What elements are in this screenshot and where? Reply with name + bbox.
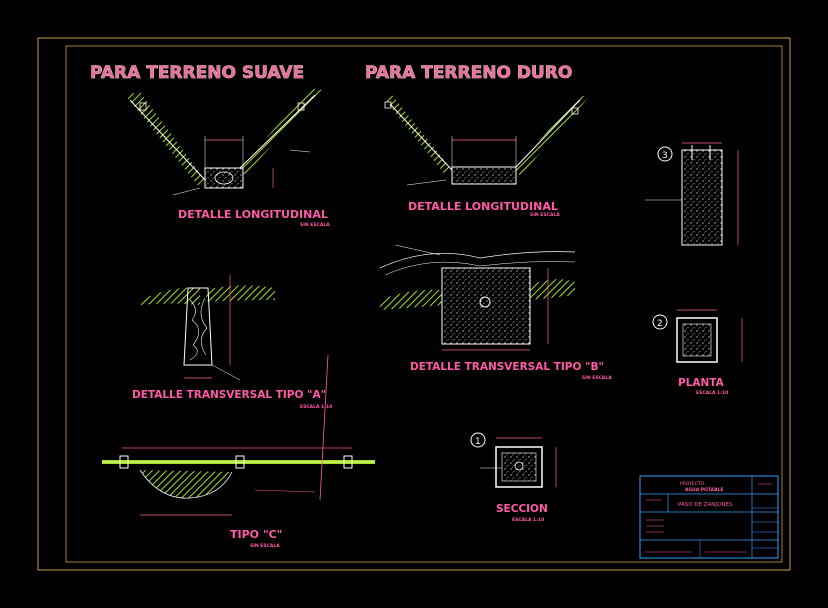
- detail-transversal-a: [140, 275, 275, 381]
- label-transversal-a: DETALLE TRANSVERSAL TIPO "A": [132, 389, 326, 401]
- title-block-project-name: AGUA POTABLE: [685, 487, 723, 493]
- label-planta: PLANTA: [678, 377, 725, 389]
- detail-tipo-c: [102, 354, 375, 516]
- outer-frame: [37, 37, 791, 571]
- detail-column-elevation: [645, 142, 739, 246]
- label-transversal-b: DETALLE TRANSVERSAL TIPO "B": [410, 361, 604, 373]
- inner-frame: [65, 45, 783, 563]
- detail-section: [470, 432, 557, 488]
- scale-planta: ESCALA 1:10: [696, 390, 728, 396]
- label-seccion: SECCION: [496, 503, 548, 515]
- title-block: [639, 475, 779, 559]
- title-block-sheet-title: PASO DE ZANJONES: [678, 502, 733, 508]
- scale-transversal-a: ESCALA 1:10: [300, 404, 332, 410]
- scale-longitudinal-soft: SIN ESCALA: [300, 222, 330, 228]
- scale-transversal-b: SIN ESCALA: [582, 375, 612, 381]
- scale-tipo-c: SIN ESCALA: [250, 543, 280, 549]
- detail-transversal-b: [379, 244, 576, 351]
- label-tipo-c: TIPO "C": [230, 528, 282, 541]
- heading-soft-terrain: PARA TERRENO SUAVE: [90, 63, 304, 83]
- marker-3: 3: [662, 151, 668, 161]
- label-longitudinal-soft: DETALLE LONGITUDINAL: [178, 208, 328, 221]
- marker-1: 1: [475, 437, 481, 447]
- detail-longitudinal-hard: [384, 95, 588, 186]
- detail-plan: [652, 309, 743, 363]
- marker-2: 2: [657, 319, 663, 329]
- detail-longitudinal-soft: [125, 88, 322, 196]
- scale-seccion: ESCALA 1:10: [512, 517, 544, 523]
- label-longitudinal-hard: DETALLE LONGITUDINAL: [408, 200, 558, 213]
- scale-longitudinal-hard: SIN ESCALA: [530, 212, 560, 218]
- title-block-project: PROYECTO: [680, 481, 705, 487]
- heading-hard-terrain: PARA TERRENO DURO: [365, 63, 572, 83]
